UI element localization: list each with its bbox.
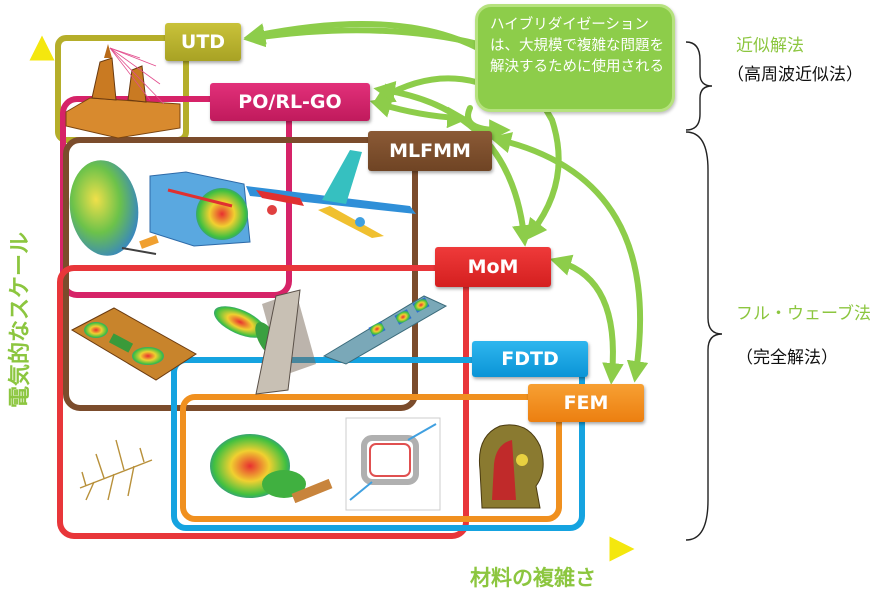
- approx-method-title: 近似解法: [736, 36, 804, 56]
- mlfmm-label: MLFMM: [368, 131, 492, 171]
- approx-method-subtitle: （高周波近似法）: [727, 65, 863, 85]
- arrow-mlfmm-fem: [489, 132, 649, 383]
- fullwave-brace: [685, 131, 723, 541]
- approx-brace: [685, 41, 713, 131]
- x-axis-label: 材料の複雑さ: [470, 566, 596, 590]
- radiation-pattern-icon: [213, 289, 316, 395]
- fem-region: [180, 394, 562, 522]
- waveguide-horn-icon: [149, 171, 251, 247]
- arrow-mom-fem: [549, 254, 624, 385]
- fullwave-method-subtitle: （完全解法）: [736, 348, 838, 368]
- mom-region: [57, 265, 469, 539]
- filter-circuit-icon: [345, 417, 441, 511]
- pcb-board-icon: [70, 307, 197, 381]
- fdtd-region: [171, 357, 585, 531]
- utd-label: UTD: [165, 23, 241, 61]
- log-periodic-antenna-icon: [79, 439, 153, 501]
- human-head-icon: [478, 424, 544, 509]
- hybridization-callout: ハイブリダイゼーションは、大規模で複雑な問題を解決するために使用される: [475, 4, 675, 112]
- fem-label: FEM: [528, 384, 644, 422]
- fdtd-label: FDTD: [472, 341, 588, 377]
- fullwave-method-title: フル・ウェーブ法: [736, 304, 871, 324]
- reflector-antenna-icon: [69, 160, 159, 256]
- y-axis-label: 電気的なスケール: [8, 231, 33, 409]
- patch-array-icon: [322, 295, 448, 365]
- po-rl-go-label: PO/RL-GO: [210, 83, 370, 121]
- mom-label: MoM: [435, 247, 551, 287]
- radiation-lobe-icon: [210, 434, 333, 504]
- ship-model-icon: [65, 44, 181, 139]
